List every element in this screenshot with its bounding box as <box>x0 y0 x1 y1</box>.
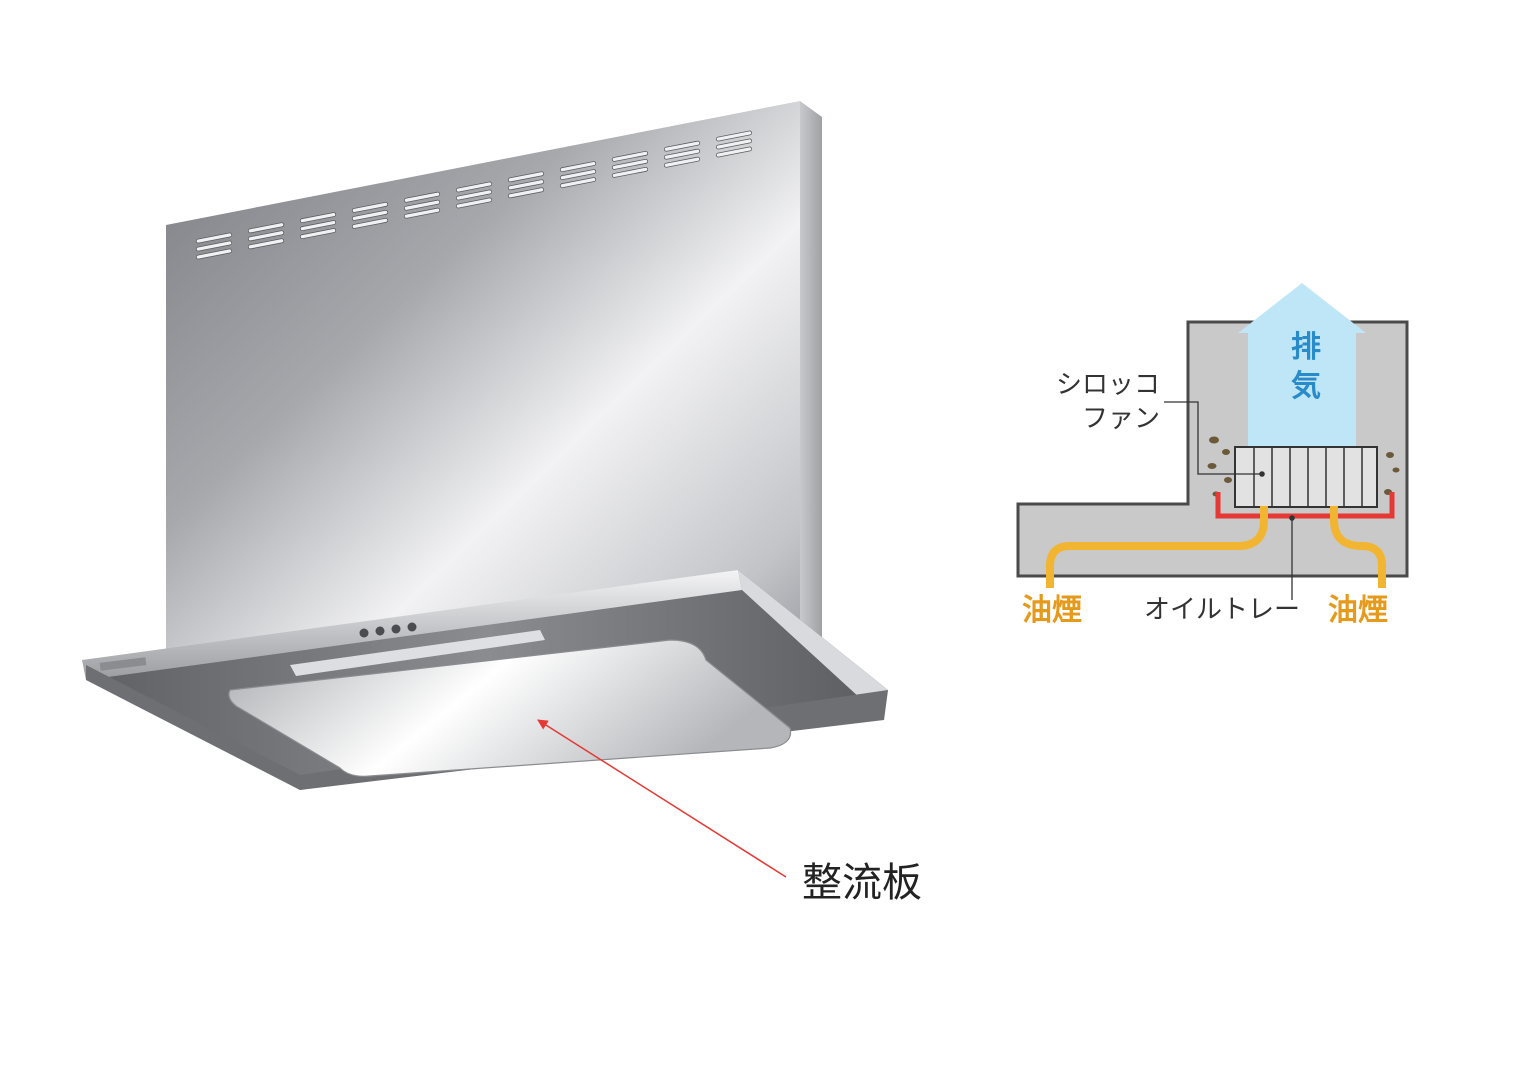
vent-slot <box>351 209 389 221</box>
airflow-diagram: 排 気 <box>1016 283 1409 628</box>
oil-smoke-path-left <box>1046 506 1268 588</box>
callout-arrow <box>537 719 787 878</box>
vent-slot <box>403 207 441 219</box>
vent-slot <box>611 166 649 178</box>
vent-slot <box>559 169 597 181</box>
vent-slot <box>455 189 493 201</box>
vent-slot <box>195 232 233 244</box>
vent-slot <box>247 230 285 242</box>
control-button[interactable] <box>407 622 417 632</box>
vent-slot <box>455 197 493 209</box>
vent-slot <box>351 201 389 213</box>
hood-light-strip <box>290 630 545 676</box>
oil-tray <box>1215 492 1395 519</box>
vent-slot <box>611 150 649 162</box>
oil-smoke-label-left: 油煙 <box>1022 593 1082 628</box>
vent-slot <box>299 220 337 232</box>
hood-side-rim <box>738 570 888 720</box>
vent-slot <box>715 138 753 150</box>
vent-slot <box>195 248 233 260</box>
sirocco-fan <box>1234 446 1378 508</box>
vent-slot <box>247 238 285 250</box>
hood-back-panel <box>166 101 800 712</box>
vent-slot <box>715 146 753 158</box>
control-button[interactable] <box>359 628 369 638</box>
vent-slot <box>663 148 701 160</box>
vent-slot <box>663 156 701 168</box>
vent-slot <box>299 228 337 240</box>
oil-smoke-label-right: 油煙 <box>1328 593 1388 628</box>
vent-slot <box>403 199 441 211</box>
fan-label-line1: シロッコ <box>1056 370 1160 400</box>
vent-slot <box>559 161 597 173</box>
vent-slot <box>507 179 545 191</box>
rectifier-plate-label: 整流板 <box>802 860 922 906</box>
range-hood-illustration <box>82 101 888 790</box>
vent-slot <box>455 181 493 193</box>
fan-leader-line <box>1164 401 1262 475</box>
vent-slot <box>507 171 545 183</box>
hood-panel-side <box>800 101 822 660</box>
exhaust-arrow <box>1238 283 1366 449</box>
brand-badge <box>99 657 147 671</box>
fan-leader-dot <box>1259 471 1265 477</box>
vent-slot <box>299 212 337 224</box>
vent-slot <box>611 158 649 170</box>
vent-slot <box>195 240 233 252</box>
control-button[interactable] <box>391 624 401 634</box>
vent-slot <box>715 130 753 142</box>
vent-slot <box>403 191 441 203</box>
oil-tray-leader-dot <box>1289 515 1295 521</box>
vent-slot <box>351 217 389 229</box>
exhaust-label-line2: 気 <box>1291 369 1321 404</box>
control-button[interactable] <box>375 626 385 636</box>
vent-slot <box>663 140 701 152</box>
control-buttons <box>359 622 417 638</box>
oil-tray-label: オイルトレー <box>1144 595 1300 625</box>
vent-slots <box>195 130 753 260</box>
vent-slot <box>247 222 285 234</box>
rectifier-plate <box>228 639 792 777</box>
exhaust-label-line1: 排 <box>1291 330 1321 365</box>
vent-slot <box>507 187 545 199</box>
oil-smoke-path-right <box>1330 506 1386 588</box>
vent-slot <box>559 177 597 189</box>
fan-label-line2: ファン <box>1082 404 1160 434</box>
